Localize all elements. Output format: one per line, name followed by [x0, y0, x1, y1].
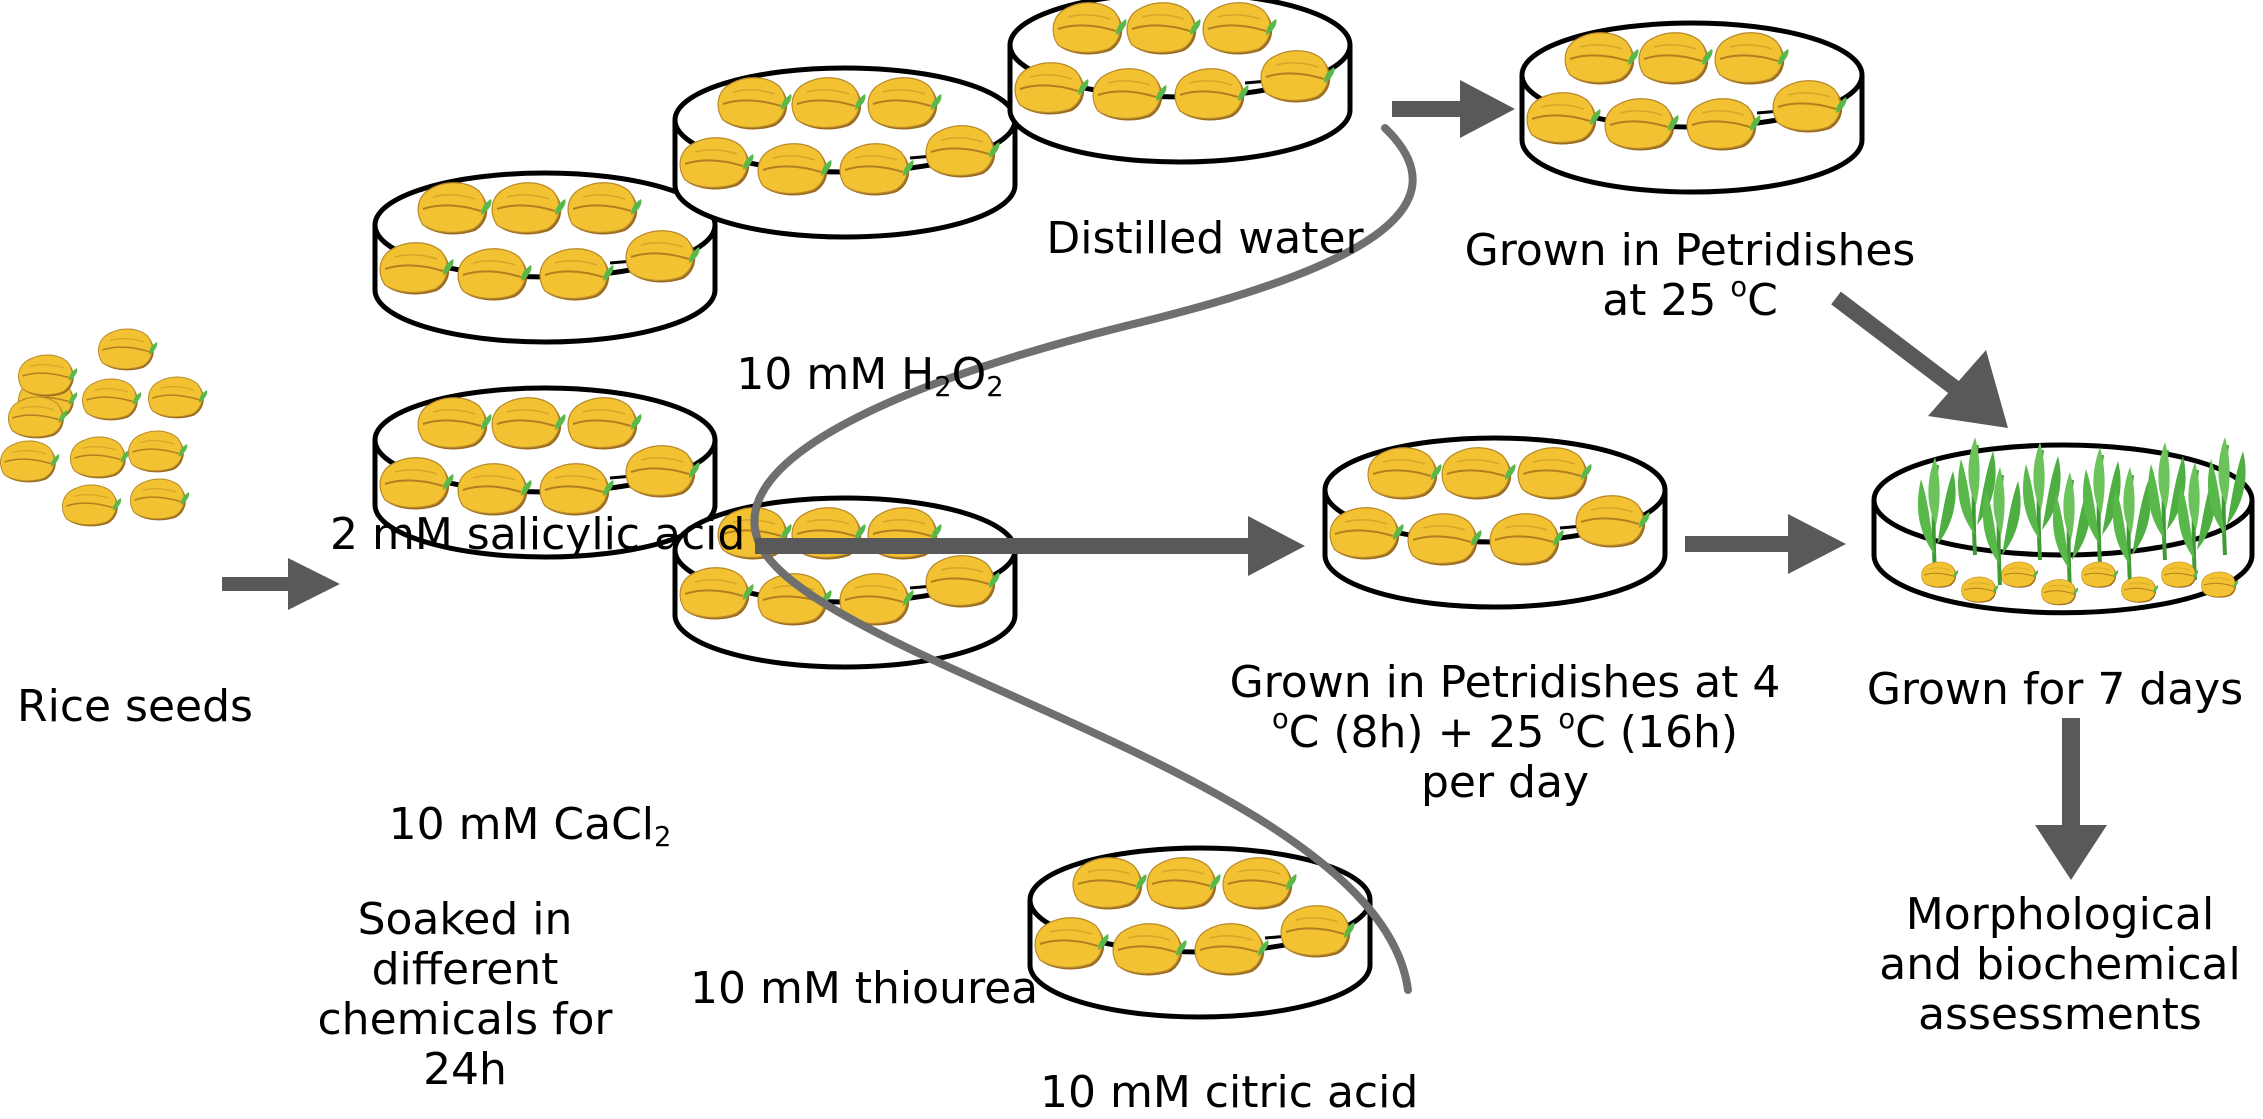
- label-cold-line1: Grown in Petridishes at 4: [1229, 657, 1781, 708]
- label-grown-25c-degree: o: [1730, 271, 1748, 303]
- dish-grown-25c: [1522, 23, 1862, 192]
- label-cold-treatment: Grown in Petridishes at 4 oC (8h) + 25 o…: [1205, 658, 1805, 808]
- label-citric-acid: 10 mM citric acid: [1040, 1068, 1418, 1118]
- label-h2o2-sub1: 2: [934, 371, 952, 403]
- dish-cold-treatment: [1325, 438, 1665, 607]
- label-grown-25c-line1: Grown in Petridishes: [1464, 225, 1916, 276]
- rice-seed-cluster: [0, 328, 209, 528]
- label-cacl2-prefix: 10 mM CaCl: [388, 799, 655, 850]
- arrow-to-25c: [1392, 80, 1515, 138]
- label-cacl2: 10 mM CaCl2: [370, 799, 690, 853]
- dish-seedlings: [1871, 435, 2255, 616]
- connector-curve: [750, 124, 1417, 994]
- label-h2o2-prefix: 10 mM H: [736, 349, 935, 400]
- label-cold-degree1: o: [1271, 703, 1289, 735]
- arrow-to-assessments: [2035, 718, 2107, 880]
- label-cold-line3: per day: [1420, 757, 1589, 808]
- arrow-25c-to-7-days: [1831, 291, 2008, 428]
- label-h2o2-sub2: 2: [986, 371, 1004, 403]
- label-rice-seeds: Rice seeds: [10, 682, 260, 732]
- label-citric-acid-text: 10 mM citric acid: [1040, 1067, 1419, 1118]
- label-h2o2: 10 mM H2O2: [710, 349, 1030, 403]
- dish-distilled-water: [1010, 0, 1350, 162]
- label-grown-7-days-text: Grown for 7 days: [1866, 664, 2244, 715]
- dish-h2o2: [675, 68, 1015, 237]
- label-salicylic-acid: 2 mM salicylic acid: [330, 510, 745, 560]
- label-distilled-water-text: Distilled water: [1046, 213, 1364, 264]
- label-cold-mid: C (8h) + 25: [1288, 707, 1559, 758]
- label-cacl2-sub: 2: [654, 821, 672, 853]
- label-assessments-line1: Morphological: [1905, 889, 2215, 940]
- label-soaked: Soaked in different chemicals for 24h: [315, 895, 615, 1095]
- label-salicylic-acid-text: 2 mM salicylic acid: [330, 509, 746, 560]
- label-cold-line2: oC (8h) + 25 oC (16h): [1205, 706, 1805, 758]
- label-grown-25c-prefix: at 25: [1602, 275, 1731, 326]
- arrow-to-treatments: [222, 558, 340, 610]
- label-assessments: Morphological and biochemical assessment…: [1860, 890, 2260, 1040]
- dish-citric-acid: [1030, 848, 1370, 1017]
- arrow-to-7-days: [1685, 514, 1846, 574]
- arrow-to-cold-treatment: [755, 516, 1305, 576]
- label-assessments-line3: assessments: [1918, 989, 2202, 1040]
- label-distilled-water: Distilled water: [1040, 214, 1370, 264]
- label-grown-25c: Grown in Petridishes at 25 oC: [1440, 226, 1940, 326]
- label-thiourea-text: 10 mM thiourea: [690, 963, 1039, 1014]
- label-thiourea: 10 mM thiourea: [690, 964, 1038, 1014]
- label-rice-seeds-text: Rice seeds: [17, 681, 253, 732]
- label-cold-end: C (16h): [1575, 707, 1739, 758]
- label-grown-25c-line2: at 25 oC: [1440, 274, 1940, 326]
- label-grown-25c-unit: C: [1747, 275, 1778, 326]
- label-soaked-text: Soaked in different chemicals for 24h: [317, 894, 613, 1095]
- label-h2o2-mid: O: [951, 349, 987, 400]
- label-assessments-line2: and biochemical: [1879, 939, 2241, 990]
- label-grown-7-days: Grown for 7 days: [1850, 665, 2260, 715]
- dish-salicylic-acid: [375, 173, 715, 342]
- label-cold-degree2: o: [1558, 703, 1576, 735]
